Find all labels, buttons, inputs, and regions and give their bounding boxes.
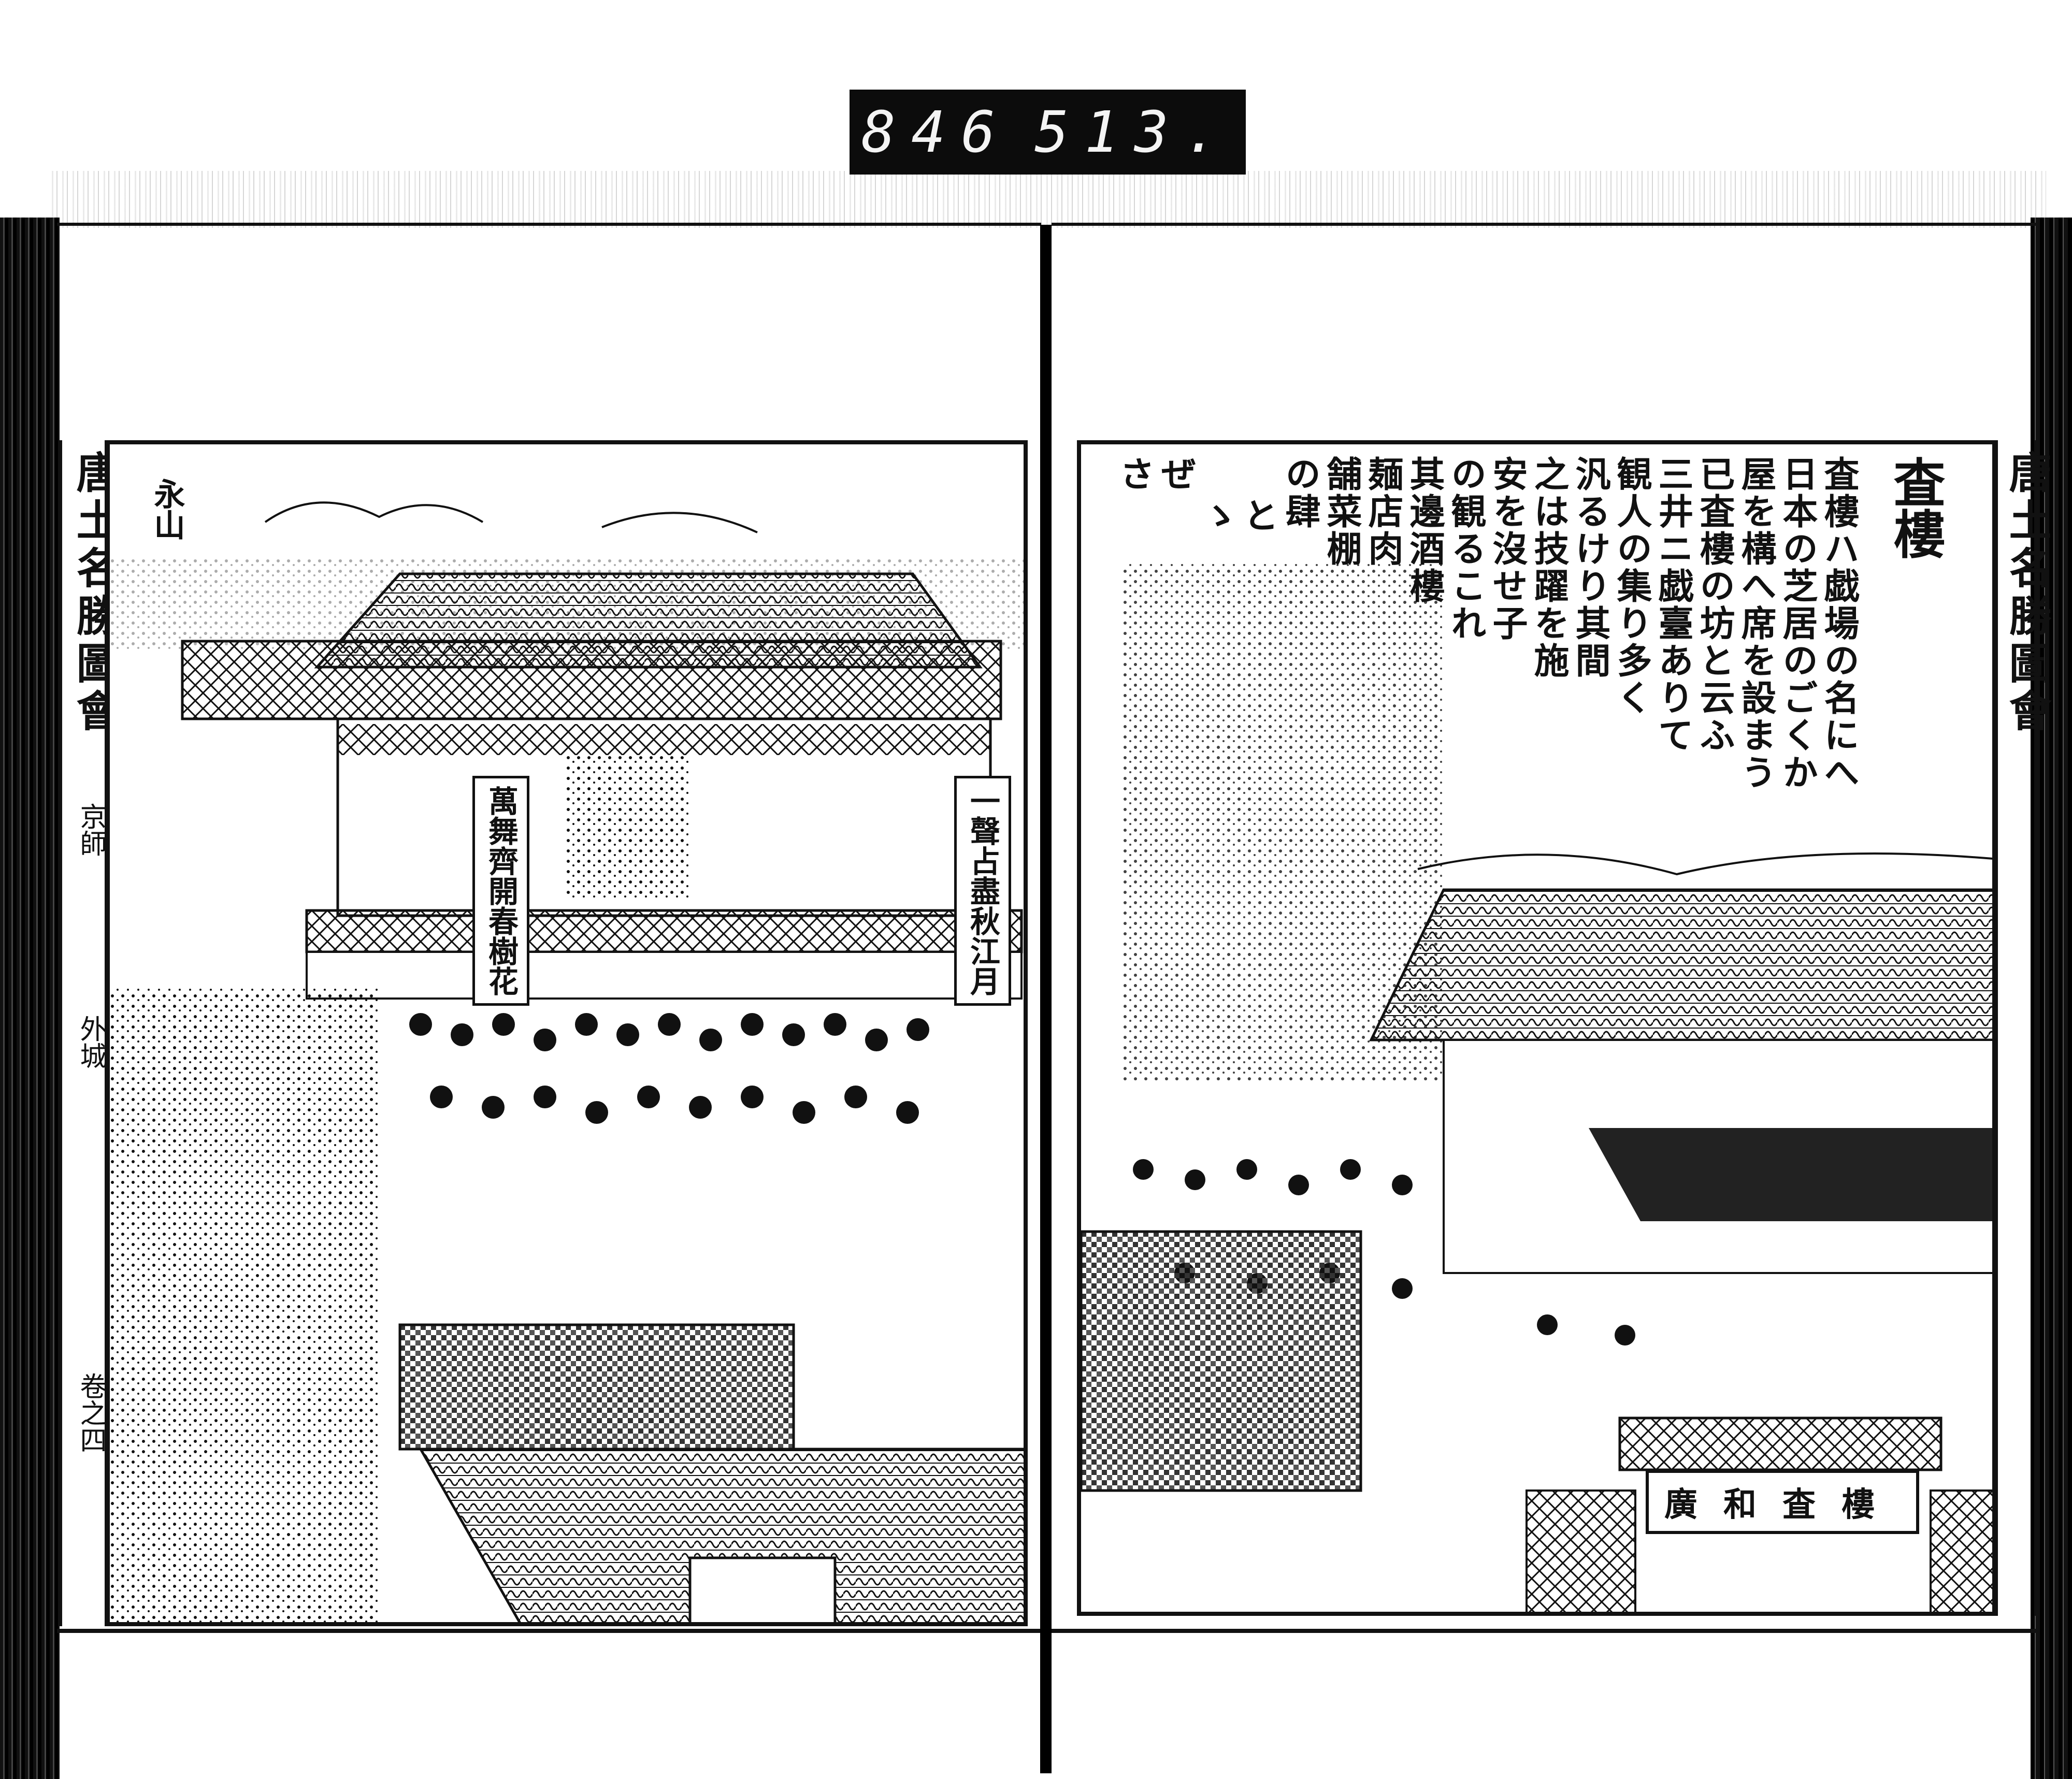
cloud: [1417, 852, 1992, 876]
right-page-bottom-edge: [1052, 1629, 2036, 1633]
text-column: ぜ: [1155, 456, 1196, 493]
scan-label-right-number: 513.: [1034, 99, 1234, 165]
text-column: 三井ニ戯臺ありて: [1652, 456, 1693, 754]
teahouse-roof: [1369, 888, 1992, 1042]
right-book-edge: [2031, 218, 2072, 1779]
tent-stall: [1081, 1230, 1362, 1492]
cloud: [601, 512, 758, 533]
text-column: 安を沒せ子: [1486, 456, 1528, 642]
description-text: 査樓 査樓ハ戯場の名にへ 日本の芝居のごくか 屋を構へ席を設まう 已査樓の坊と云…: [1113, 456, 1953, 974]
stage-backdrop: [566, 755, 690, 900]
scan-label-left-number: 846: [861, 99, 1011, 165]
book-spine: [1040, 225, 1052, 1773]
text-column: 査樓ハ戯場の名にへ: [1818, 456, 1859, 791]
cloud: [264, 501, 484, 523]
stage-rail: [305, 909, 1023, 953]
left-margin-column: 唐土名勝圖會 京師 外城 卷之四: [60, 440, 119, 1626]
awning: [1589, 1128, 1992, 1221]
text-column: 観人の集り多く: [1610, 456, 1652, 717]
text-column: の肆: [1279, 456, 1320, 530]
crowd: [409, 1013, 929, 1124]
text-column: 汎るけり其間: [1569, 456, 1610, 679]
text-column: 屋を構へ席を設まう: [1735, 456, 1776, 791]
left-page-illustration: 永山 萬舞齊開春樹花 一聲占盡秋江月: [106, 440, 1028, 1626]
text-column: 已査樓の坊と云ふ: [1693, 456, 1735, 754]
gate-side: [1526, 1489, 1636, 1612]
gate-side: [1930, 1489, 1992, 1612]
scan-noise: [52, 171, 2046, 228]
right-margin-column: 唐土名勝圖會: [1995, 440, 2051, 1616]
trees: [110, 988, 379, 1622]
wall-window: [688, 1556, 837, 1622]
left-page-top-edge: [57, 223, 1041, 226]
text-column: ゝ: [1196, 497, 1238, 534]
text-column: 其邊酒樓: [1403, 456, 1445, 605]
stage-base: [306, 951, 1023, 1000]
left-margin-volume: 卷之四: [75, 1372, 106, 1453]
left-page-bottom-edge: [57, 1629, 1041, 1633]
seal-stamp: 永山: [149, 478, 185, 540]
tent-stall: [398, 1323, 795, 1451]
foreground-roofs: [418, 1448, 1024, 1622]
left-book-edge: [0, 218, 60, 1779]
right-page-illustration: 廣和査樓: [1077, 440, 1996, 1616]
text-column: 之は技躍を施: [1528, 456, 1569, 679]
gate-roof: [1618, 1416, 1942, 1471]
gate-signboard: 廣和査樓: [1646, 1470, 1919, 1534]
signboard-left: 萬舞齊開春樹花: [472, 776, 529, 1006]
text-column: 日本の芝居のごくか: [1776, 456, 1818, 791]
left-margin-district: 外城: [75, 1015, 106, 1069]
scan-label: 846 513.: [850, 90, 1246, 175]
right-page-top-edge: [1052, 223, 2036, 226]
text-column: の観るこれ: [1445, 456, 1486, 642]
balcony-railing: [181, 640, 1002, 720]
section-heading: 査樓: [1884, 456, 1946, 559]
text-column: と: [1238, 497, 1279, 534]
teahouse-illustration: [1081, 563, 1992, 1612]
signboard-right: 一聲占盡秋江月: [954, 776, 1011, 1006]
right-margin-title: 唐土名勝圖會: [2002, 451, 2051, 736]
tree: [1123, 563, 1444, 1081]
stage-valance: [338, 724, 990, 755]
text-column: 麺店肉: [1362, 456, 1403, 568]
text-column: 舗菜棚: [1320, 456, 1362, 568]
text-column: さ: [1113, 456, 1155, 493]
left-margin-region: 京師: [75, 803, 106, 857]
theatre-stage-illustration: [110, 501, 1024, 1622]
